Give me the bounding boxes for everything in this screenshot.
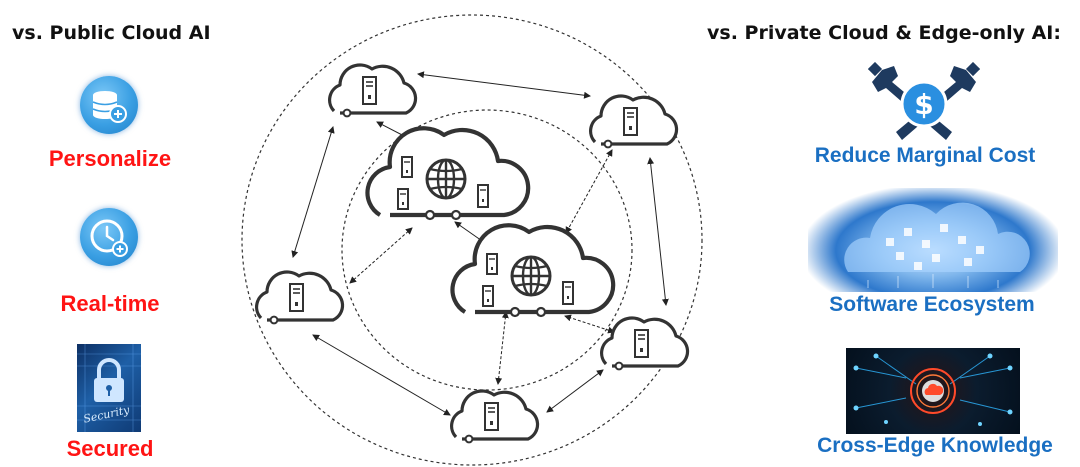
right-heading: vs. Private Cloud & Edge-only AI: xyxy=(707,22,1061,44)
software-ecosystem-label: Software Ecosystem xyxy=(829,293,1035,316)
arrow-edge-3-5 xyxy=(312,334,451,416)
cross-edge-label: Cross-Edge Knowledge xyxy=(817,434,1053,457)
arrow-dash-edge5-center xyxy=(495,311,509,385)
personalize-label: Personalize xyxy=(48,146,172,171)
network-cloud-icon xyxy=(846,348,1020,434)
left-heading: vs. Public Cloud AI xyxy=(12,22,211,44)
arrow-dash-edge4-center xyxy=(564,314,615,334)
arrow-edge-1-3 xyxy=(291,126,335,258)
edge-cloud-2 xyxy=(589,94,679,150)
edge-cloud-3 xyxy=(255,270,345,325)
edge-cloud-5 xyxy=(450,389,540,444)
arrow-dash-edge2-center xyxy=(565,149,613,234)
database-plus-icon xyxy=(80,76,138,134)
arrow-dash-edge3-center xyxy=(349,227,413,284)
clock-plus-icon xyxy=(80,208,138,266)
software-cloud-icon xyxy=(808,188,1058,292)
edge-cloud-4 xyxy=(600,316,690,371)
arrow-edge-5-4 xyxy=(546,369,604,413)
center-cloud-2 xyxy=(452,225,613,316)
arrow-edge-1-2 xyxy=(417,71,591,99)
outer-orbit xyxy=(241,14,703,466)
reduce-cost-label: Reduce Marginal Cost xyxy=(814,144,1036,167)
wrench-dollar-icon: $ xyxy=(867,61,981,144)
secured-label: Secured xyxy=(66,436,154,461)
arrow-edge-2-4 xyxy=(647,157,669,306)
realtime-label: Real-time xyxy=(60,291,160,316)
svg-text:$: $ xyxy=(914,88,933,121)
edge-cloud-1 xyxy=(328,63,418,119)
center-cloud-1 xyxy=(367,128,528,219)
security-lock-icon: Security xyxy=(77,344,141,432)
